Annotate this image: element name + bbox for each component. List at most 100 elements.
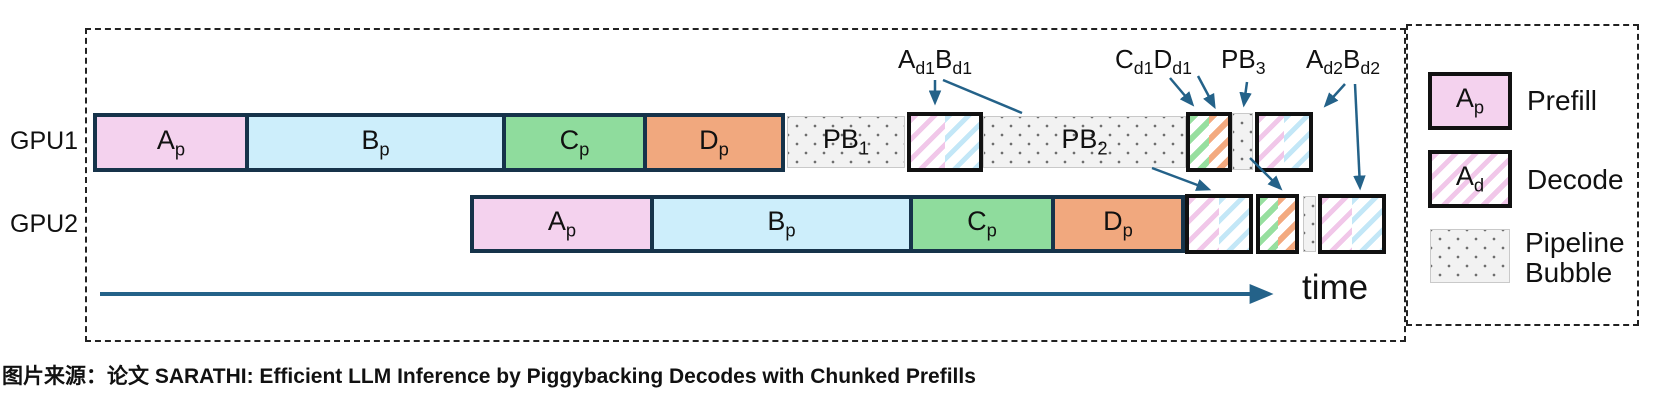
bubble-label: PB1 — [823, 124, 869, 159]
label-base: B — [1343, 44, 1361, 74]
legend-decode-swatch: Ad — [1428, 150, 1512, 208]
gpu1-decode-ad2bd2 — [1255, 112, 1313, 172]
legend-prefill-swatch: Ap — [1428, 72, 1512, 130]
gpu1-bubble-pb3 — [1232, 113, 1253, 170]
gpu2-prefill-bar: Ap Bp Cp Dp — [470, 195, 1185, 253]
label-base: A — [547, 206, 566, 237]
gpu2-seg-ap: Ap — [474, 199, 650, 249]
ad1-stripes — [911, 116, 945, 168]
bd1-stripes — [945, 116, 979, 168]
label-base: D — [1103, 206, 1123, 237]
gpu1-bubble-pb2: PB2 — [983, 116, 1186, 168]
cd1-stripes — [1260, 198, 1278, 250]
block-label: Dp — [699, 125, 729, 160]
label-sub: 2 — [1097, 137, 1108, 159]
label-sub: 1 — [858, 137, 870, 159]
dd1-stripes — [1277, 198, 1295, 250]
label-sub: p — [1473, 96, 1485, 118]
label-base: PB — [1221, 44, 1256, 74]
label-sub: p — [579, 138, 590, 160]
caption: 图片来源：论文 SARATHI: Efficient LLM Inference… — [2, 365, 976, 388]
cd1-stripes — [1190, 116, 1209, 168]
label-sub: p — [174, 138, 186, 160]
gpu1-decode-cd1dd1 — [1186, 112, 1232, 172]
annotation-ad1bd1: Ad1Bd1 — [898, 44, 972, 79]
gpu2-decode-cd1dd1 — [1256, 194, 1299, 254]
gpu2-seg-bp: Bp — [650, 199, 909, 249]
bd2-stripes — [1284, 116, 1309, 168]
block-label: Cp — [967, 206, 997, 241]
legend-bubble-label: Pipeline Bubble — [1525, 228, 1625, 288]
label-base: C — [967, 206, 987, 237]
label-base: B — [767, 206, 786, 237]
block-label: Dp — [1103, 206, 1133, 241]
label-base: A — [898, 44, 916, 74]
label-base: D — [699, 124, 719, 155]
gpu1-prefill-bar: Ap Bp Cp Dp — [93, 113, 785, 172]
legend-bubble-swatch — [1430, 229, 1510, 283]
label-sub: d1 — [1172, 58, 1192, 79]
label-base: A — [156, 124, 175, 155]
ad2-stripes — [1259, 116, 1284, 168]
block-label: Ad — [1456, 161, 1484, 196]
gpu2-decode-ad2bd2 — [1318, 194, 1386, 254]
gpu1-seg-dp: Dp — [643, 117, 781, 168]
gpu2-label: GPU2 — [10, 210, 79, 238]
ad1-stripes — [1189, 198, 1219, 250]
bd2-stripes — [1352, 198, 1382, 250]
annotation-ad2bd2: Ad2Bd2 — [1306, 44, 1380, 79]
legend-bubble-line2: Bubble — [1525, 257, 1613, 288]
label-sub: p — [785, 219, 796, 241]
legend-bubble-line1: Pipeline — [1525, 227, 1625, 258]
label-sub: p — [986, 219, 997, 241]
label-sub: d1 — [1133, 58, 1154, 79]
bubble-label: PB2 — [1061, 124, 1107, 159]
legend-prefill-label: Prefill — [1527, 85, 1598, 116]
gpu1-seg-cp: Cp — [502, 117, 643, 168]
gpu2-seg-dp: Dp — [1051, 199, 1181, 249]
label-base: B — [935, 44, 953, 74]
gpu1-label: GPU1 — [10, 127, 79, 155]
legend-decode-label: Decode — [1527, 164, 1624, 195]
label-base: B — [361, 124, 380, 155]
legend-border — [1406, 24, 1639, 326]
ad2-stripes — [1322, 198, 1352, 250]
label-base: A — [1306, 44, 1324, 74]
annotation-cd1dd1: Cd1Dd1 — [1115, 44, 1192, 79]
diagram-border — [85, 28, 1406, 342]
gpu1-seg-bp: Bp — [245, 117, 502, 168]
label-sub: p — [1122, 219, 1133, 241]
block-label: Ap — [157, 125, 185, 160]
label-base: C — [559, 124, 580, 155]
label-base: C — [1115, 44, 1134, 74]
gpu2-bubble-strip — [1303, 196, 1316, 252]
label-sub: d1 — [952, 58, 973, 79]
gpu2-decode-ad1bd1 — [1185, 194, 1253, 254]
time-axis-label: time — [1302, 268, 1369, 307]
dd1-stripes — [1209, 116, 1228, 168]
label-sub: p — [718, 138, 729, 160]
label-sub: d1 — [915, 58, 936, 79]
annotation-pb3: PB3 — [1221, 44, 1266, 79]
label-sub: d — [1473, 174, 1485, 196]
gpu1-bubble-pb1: PB1 — [787, 116, 905, 168]
label-sub: p — [565, 219, 577, 241]
label-base: A — [1455, 83, 1474, 114]
label-base: PB — [822, 124, 859, 155]
block-label: Ap — [1456, 83, 1484, 118]
gpu1-seg-ap: Ap — [97, 117, 245, 168]
block-label: Bp — [767, 206, 795, 241]
label-base: PB — [1061, 124, 1098, 155]
label-sub: d2 — [1360, 58, 1381, 79]
gpu1-decode-ad1bd1 — [907, 112, 983, 172]
bd1-stripes — [1219, 198, 1249, 250]
label-sub: d2 — [1323, 58, 1344, 79]
label-base: A — [1455, 161, 1474, 192]
block-label: Bp — [361, 125, 389, 160]
block-label: Ap — [548, 206, 576, 241]
label-sub: p — [379, 138, 390, 160]
label-sub: 3 — [1255, 58, 1266, 79]
gpu2-seg-cp: Cp — [909, 199, 1051, 249]
label-base: D — [1153, 44, 1173, 74]
block-label: Cp — [560, 125, 590, 160]
